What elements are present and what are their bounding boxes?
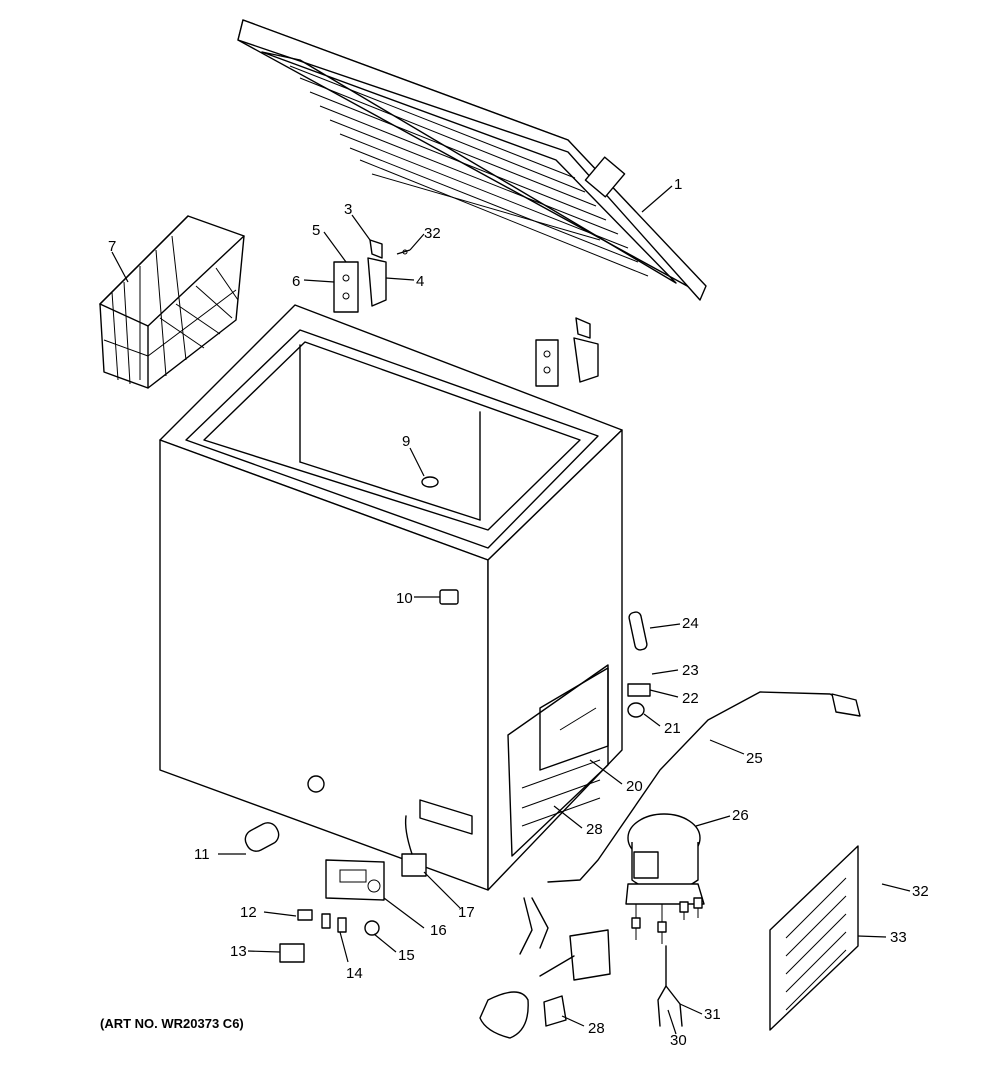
- small-parts: [244, 611, 861, 963]
- callout-28-mid: 28: [586, 821, 603, 838]
- callout-5: 5: [312, 222, 320, 239]
- callout-26: 26: [732, 807, 749, 824]
- hinge-right: [535, 317, 599, 387]
- rear-grille: [769, 845, 859, 1031]
- callout-31: 31: [704, 1006, 721, 1023]
- callout-24: 24: [682, 615, 699, 632]
- callout-6: 6: [292, 273, 300, 290]
- callout-11: 11: [194, 846, 210, 863]
- callout-33: 33: [890, 929, 907, 946]
- callout-21: 21: [664, 720, 681, 737]
- leader-lines: [111, 185, 911, 1035]
- callout-labels: 1 3 32 5 4 6 7 9 10 24 23 22 21 25 20 28…: [108, 176, 929, 1049]
- wiring: [479, 897, 611, 1039]
- callout-22: 22: [682, 690, 699, 707]
- cabinet: [159, 304, 623, 891]
- callout-14: 14: [346, 965, 363, 982]
- callout-4: 4: [416, 273, 424, 290]
- hinge-left: [333, 239, 411, 313]
- callout-1: 1: [674, 176, 682, 193]
- callout-9: 9: [402, 433, 410, 450]
- callout-32-right: 32: [912, 883, 929, 900]
- callout-12: 12: [240, 904, 257, 921]
- callout-15: 15: [398, 947, 415, 964]
- callout-25: 25: [746, 750, 763, 767]
- callout-10: 10: [396, 590, 413, 607]
- callout-32-top: 32: [424, 225, 441, 242]
- wire-basket: [99, 215, 245, 389]
- callout-28-bottom: 28: [588, 1020, 605, 1037]
- callout-16: 16: [430, 922, 447, 939]
- callout-23: 23: [682, 662, 699, 679]
- callout-20: 20: [626, 778, 643, 795]
- callout-3: 3: [344, 201, 352, 218]
- compressor: [625, 813, 705, 1027]
- callout-7: 7: [108, 238, 116, 255]
- lid: [237, 19, 707, 301]
- art-number-caption: (ART NO. WR20373 C6): [100, 1016, 244, 1031]
- callout-13: 13: [230, 943, 247, 960]
- callout-30: 30: [670, 1032, 687, 1049]
- callout-17: 17: [458, 904, 475, 921]
